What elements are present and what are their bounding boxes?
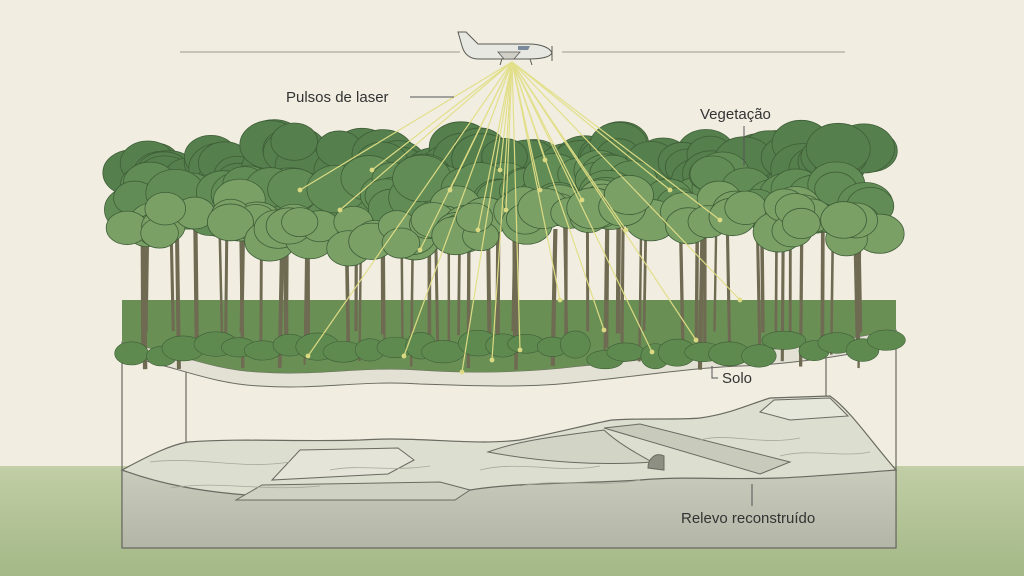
laser-return-point <box>369 167 375 173</box>
undergrowth-bush <box>559 330 591 359</box>
airplane-icon <box>457 31 553 66</box>
tree-crown <box>140 192 216 249</box>
laser-return-point <box>297 187 303 193</box>
laser-beam <box>511 61 721 221</box>
laser-return-point <box>497 167 503 173</box>
undergrowth-bush <box>741 344 777 368</box>
undergrowth-bush <box>606 342 645 362</box>
laser-beam <box>511 61 741 301</box>
laser-beam <box>477 61 513 231</box>
tree-crown <box>687 180 767 239</box>
tree-trunk <box>603 220 608 361</box>
laser-return-point <box>337 207 343 213</box>
undergrowth-bush <box>761 330 807 350</box>
forest-canopy <box>102 119 906 373</box>
laser-return-point <box>401 353 407 359</box>
laser-return-point <box>517 347 523 353</box>
laser-return-point <box>417 247 423 253</box>
laser-return-point <box>579 197 585 203</box>
laser-label: Pulsos de laser <box>286 89 389 106</box>
soil-label: Solo <box>722 370 752 387</box>
tree-crown <box>265 207 340 260</box>
soil-leader-line <box>711 366 718 379</box>
laser-return-point <box>542 157 548 163</box>
laser-beam <box>505 61 513 211</box>
laser-return-point <box>305 353 311 359</box>
laser-return-point <box>623 227 629 233</box>
laser-return-point <box>475 227 481 233</box>
laser-beam <box>511 61 561 301</box>
laser-return-point <box>447 187 453 193</box>
label-relief-group: Relevo reconstruído <box>681 484 815 527</box>
laser-beam <box>491 61 513 361</box>
laser-return-point <box>557 297 563 303</box>
laser-return-point <box>693 337 699 343</box>
laser-beam <box>403 61 513 357</box>
laser-return-point <box>459 369 465 375</box>
tree-crown <box>262 122 325 186</box>
laser-beam <box>511 61 521 351</box>
relief-label: Relevo reconstruído <box>681 510 815 527</box>
laser-return-point <box>489 357 495 363</box>
relief-block <box>120 395 898 549</box>
laser-return-point <box>717 217 723 223</box>
laser-beam <box>511 61 671 191</box>
tree-trunk <box>638 221 643 362</box>
laser-beam <box>511 61 653 353</box>
laser-beam <box>299 61 513 191</box>
laser-return-point <box>667 187 673 193</box>
tree-trunk <box>193 212 199 355</box>
tree-crown <box>431 196 511 256</box>
label-vegetation-group: Vegetação <box>700 106 771 166</box>
tree-crown <box>820 201 905 257</box>
laser-beam <box>339 61 513 211</box>
laser-beam <box>371 61 513 171</box>
laser-beam <box>499 61 513 171</box>
laser-return-point <box>649 349 655 355</box>
laser-return-point <box>737 297 743 303</box>
undergrowth-bush <box>866 329 906 351</box>
undergrowth-bush <box>114 341 149 366</box>
laser-pulses <box>297 61 743 375</box>
laser-return-point <box>503 207 509 213</box>
laser-return-point <box>601 327 607 333</box>
laser-beam <box>307 61 513 357</box>
laser-beam <box>511 61 546 161</box>
vegetation-label: Vegetação <box>700 106 771 123</box>
label-laser-group: Pulsos de laser <box>286 89 454 106</box>
laser-beam <box>449 61 513 191</box>
laser-return-point <box>537 187 543 193</box>
laser-beam <box>461 61 513 373</box>
tree-trunk <box>218 219 224 353</box>
laser-beam <box>511 61 697 341</box>
label-soil-group: Solo <box>711 366 752 387</box>
